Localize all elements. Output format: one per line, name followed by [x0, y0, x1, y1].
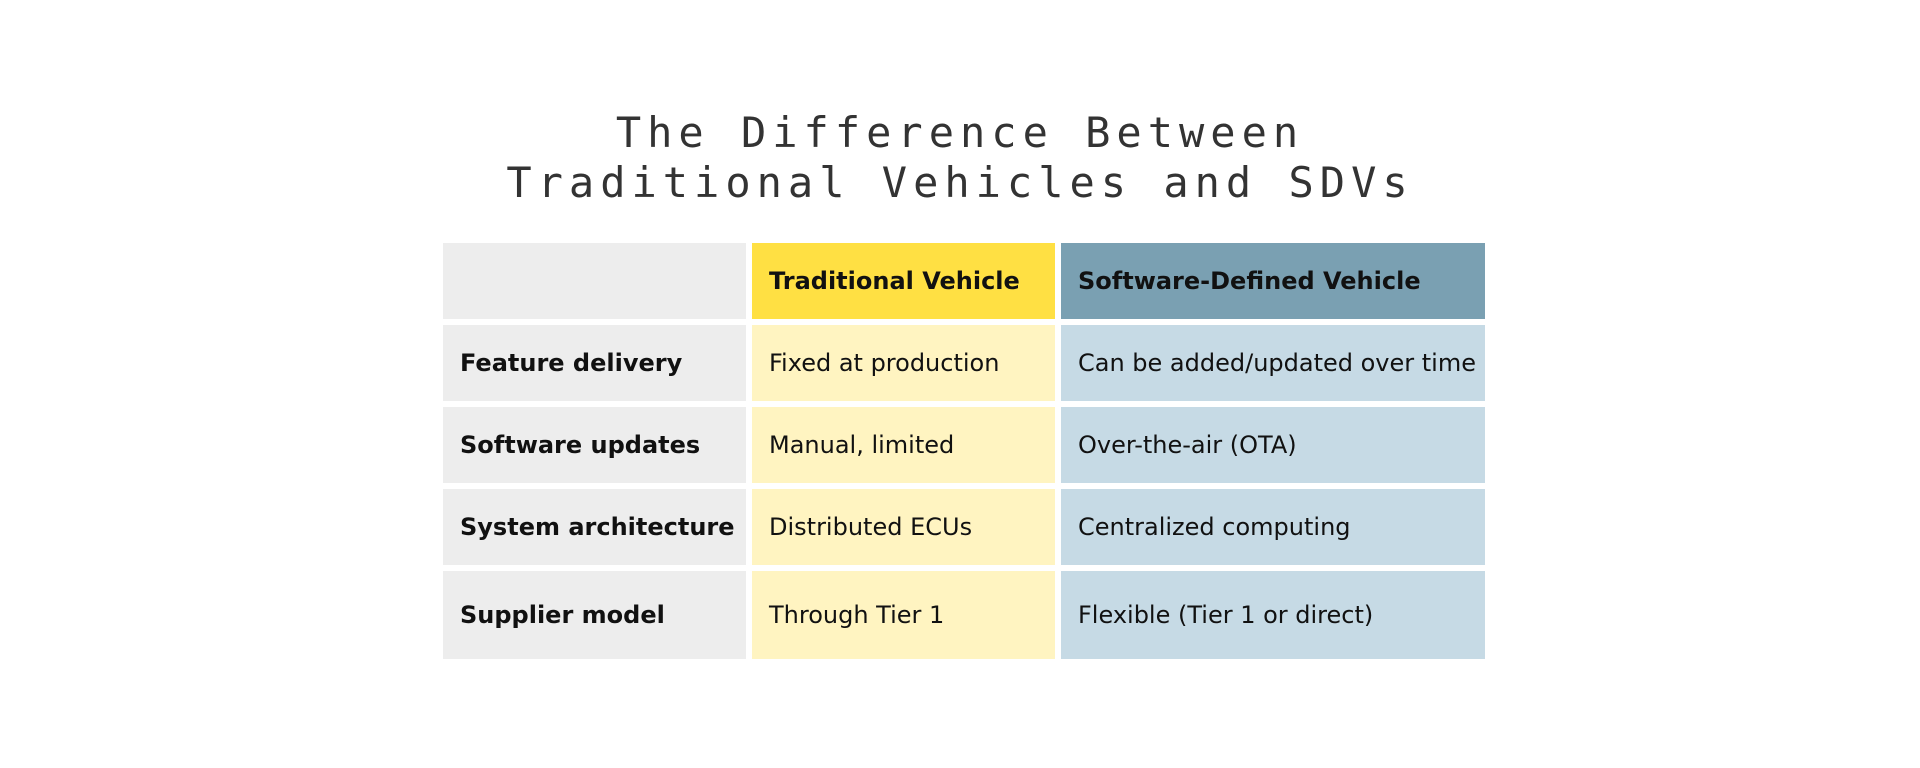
comparison-table: Traditional Vehicle Software-Defined Veh… [437, 237, 1491, 665]
header-traditional-vehicle: Traditional Vehicle [752, 243, 1055, 319]
row-label: Supplier model [443, 571, 746, 659]
table-row: Supplier model Through Tier 1 Flexible (… [443, 571, 1485, 659]
traditional-cell: Through Tier 1 [752, 571, 1055, 659]
sdv-cell: Centralized computing [1061, 489, 1485, 565]
sdv-cell: Over-the-air (OTA) [1061, 407, 1485, 483]
row-label: Feature delivery [443, 325, 746, 401]
title-line-2: Traditional Vehicles and SDVs [506, 158, 1414, 207]
sdv-cell: Flexible (Tier 1 or direct) [1061, 571, 1485, 659]
header-corner-cell [443, 243, 746, 319]
header-software-defined-vehicle: Software-Defined Vehicle [1061, 243, 1485, 319]
table-row: System architecture Distributed ECUs Cen… [443, 489, 1485, 565]
traditional-cell: Manual, limited [752, 407, 1055, 483]
traditional-cell: Distributed ECUs [752, 489, 1055, 565]
traditional-cell: Fixed at production [752, 325, 1055, 401]
page-title: The Difference Between Traditional Vehic… [0, 108, 1920, 208]
table-row: Feature delivery Fixed at production Can… [443, 325, 1485, 401]
sdv-cell: Can be added/updated over time [1061, 325, 1485, 401]
title-line-1: The Difference Between [615, 108, 1305, 157]
table-row: Software updates Manual, limited Over-th… [443, 407, 1485, 483]
row-label: System architecture [443, 489, 746, 565]
row-label: Software updates [443, 407, 746, 483]
table-header-row: Traditional Vehicle Software-Defined Veh… [443, 243, 1485, 319]
